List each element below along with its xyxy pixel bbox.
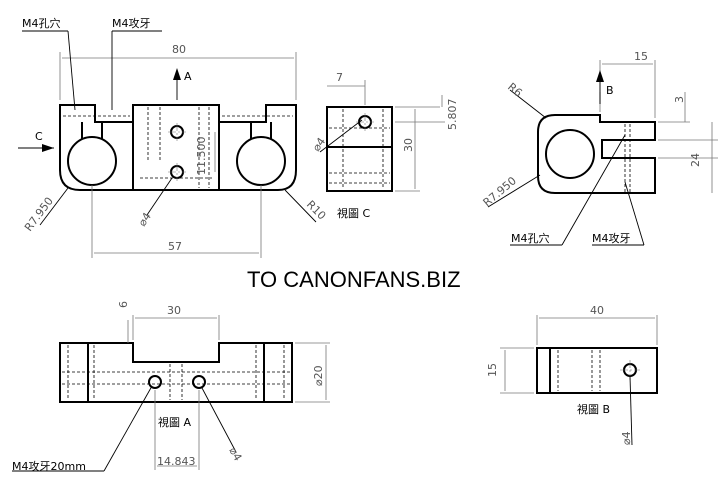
front-view: 80 57 11.500 R7.950 R10 ⌀4 M4孔穴 M4攻牙 A C	[18, 16, 328, 258]
label-m4-tap: M4攻牙	[112, 16, 151, 30]
dim-7: 7	[336, 71, 343, 84]
dim-30-a: 30	[167, 304, 181, 317]
dim-dia4: ⌀4	[136, 210, 154, 229]
dim-6: 6	[117, 301, 130, 308]
view-a-label: 視圖 A	[158, 415, 191, 429]
arrow-b-icon	[596, 70, 604, 82]
view-a: 30 6 ⌀20 14.843 ⌀4 M4攻牙20mm 視圖 A	[12, 301, 330, 473]
left-bore	[67, 136, 117, 186]
dim-40: 40	[590, 304, 604, 317]
view-b-label: 視圖 B	[577, 402, 610, 416]
dim-r6: R6	[505, 80, 525, 99]
label-m4-hole: M4孔穴	[22, 16, 61, 30]
dim-5-807: 5.807	[446, 99, 459, 131]
dim-dia20: ⌀20	[312, 365, 325, 386]
right-bore	[236, 136, 286, 186]
dim-14-843: 14.843	[157, 455, 196, 468]
view-c: 7 30 5.807 ⌀4 視圖 C	[310, 71, 459, 220]
view-a-hole-left	[148, 375, 162, 389]
dim-24: 24	[689, 153, 702, 167]
label-m4-tap-depth: M4攻牙20mm	[12, 459, 86, 473]
dim-11-5: 11.500	[195, 137, 208, 176]
dim-view-b-dia4: ⌀4	[620, 431, 633, 445]
dim-15-b: 15	[486, 363, 499, 377]
view-a-hole-right	[192, 375, 206, 389]
view-b: 40 15 ⌀4 視圖 B	[486, 304, 658, 446]
dim-r7-95: R7.950	[22, 195, 56, 234]
arrow-c-icon	[42, 144, 54, 152]
watermark: TO CANONFANS.BIZ	[247, 267, 461, 292]
dim-80: 80	[172, 43, 186, 56]
dim-view-a-dia4: ⌀4	[226, 445, 244, 463]
label-m4-hole-side: M4孔穴	[511, 231, 550, 245]
dim-view-c-dia4: ⌀4	[310, 135, 328, 154]
arrow-b-label: B	[606, 84, 614, 97]
dim-15-side: 15	[634, 50, 648, 63]
dim-3: 3	[673, 96, 686, 103]
arrow-c-label: C	[35, 130, 43, 143]
view-c-label: 視圖 C	[337, 206, 370, 220]
dim-30: 30	[402, 138, 415, 152]
arrow-a-label: A	[184, 70, 192, 83]
dim-57: 57	[168, 240, 182, 253]
label-m4-tap-side: M4攻牙	[592, 231, 631, 245]
side-view-b: 15 3 24 R6 R7.950 B M4孔穴 M4攻牙	[481, 50, 718, 246]
dim-r10: R10	[304, 198, 328, 222]
side-bore	[545, 129, 595, 179]
arrow-a-icon	[173, 68, 181, 80]
